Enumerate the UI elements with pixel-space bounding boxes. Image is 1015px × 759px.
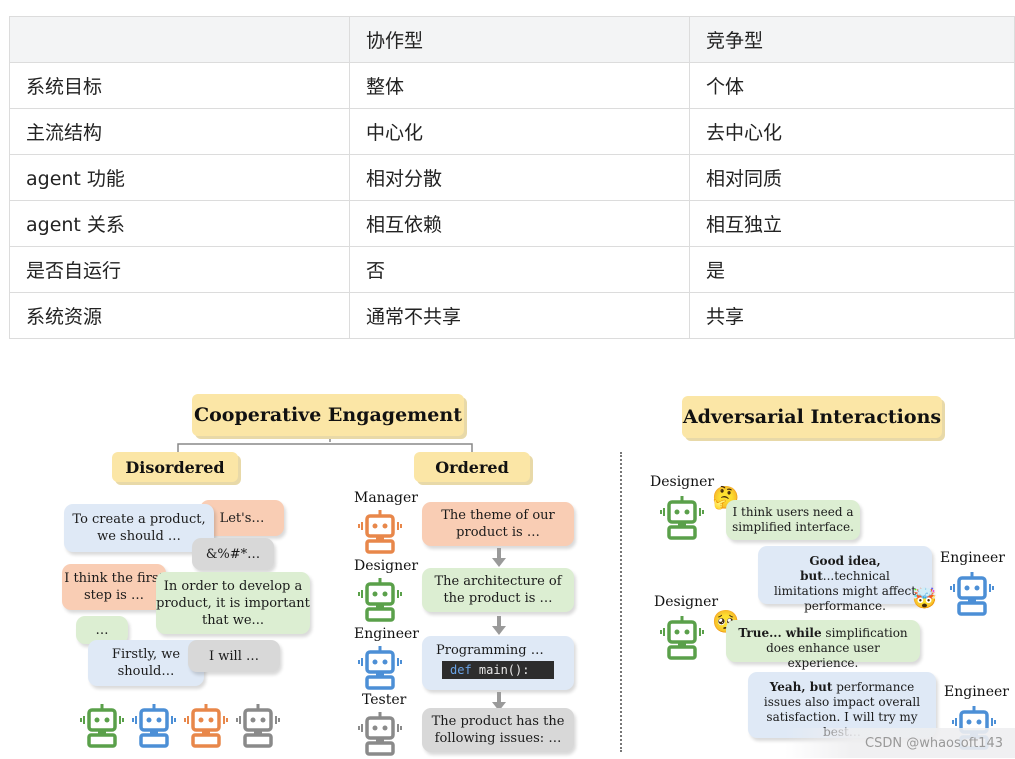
robot-icon-blue bbox=[950, 570, 994, 620]
exploding-head-emoji-icon: 🤯 bbox=[912, 586, 937, 610]
tree-connector bbox=[177, 436, 473, 452]
role-label-designer: Designer bbox=[354, 558, 419, 574]
section-divider bbox=[620, 452, 622, 752]
role-label-tester: Tester bbox=[362, 692, 407, 708]
robot-icon-blue bbox=[358, 644, 402, 694]
table-cell: 共享 bbox=[689, 292, 1015, 339]
code-keyword: def bbox=[450, 663, 472, 677]
table-header-cell: 竞争型 bbox=[689, 16, 1015, 63]
table-cell: 中心化 bbox=[349, 108, 690, 155]
adversarial-bubble: True... while simplification does enhanc… bbox=[726, 620, 920, 670]
ordered-bubble-designer: The architecture of the product is … bbox=[422, 568, 574, 612]
adversarial-bubble: I think users need a simplified interfac… bbox=[726, 500, 860, 540]
table-cell: 相对分散 bbox=[349, 154, 690, 201]
table-row: 主流结构中心化去中心化 bbox=[9, 108, 1015, 155]
table-cell: 相互独立 bbox=[689, 200, 1015, 247]
robot-icon-green bbox=[660, 494, 704, 544]
disordered-label: Disordered bbox=[112, 452, 238, 482]
adversarial-interactions-label: Adversarial Interactions bbox=[682, 396, 942, 438]
robot-icon-green bbox=[660, 614, 704, 664]
role-label-engineer: Engineer bbox=[940, 550, 1005, 566]
bubble-text: performance issues also impact overall s… bbox=[763, 680, 921, 738]
table-cell: 个体 bbox=[689, 62, 1015, 109]
table-row: agent 关系相互依赖相互独立 bbox=[9, 200, 1015, 247]
bubble-text: ...technical limitations might affect pe… bbox=[773, 569, 917, 613]
disordered-bubble: Firstly, we should… bbox=[88, 640, 204, 686]
table-cell: 去中心化 bbox=[689, 108, 1015, 155]
table-cell: 是否自运行 bbox=[9, 246, 350, 293]
bold-phrase: True... while bbox=[738, 626, 822, 640]
programming-text: Programming … bbox=[436, 643, 544, 658]
robot-icon-orange bbox=[184, 702, 228, 752]
robot-icon-gray bbox=[236, 702, 280, 752]
table-header-row: 协作型竞争型 bbox=[9, 16, 1015, 63]
ordered-bubble-tester: The product has the following issues: … bbox=[422, 708, 574, 752]
code-snippet: def main(): bbox=[442, 661, 554, 679]
table-cell: 相对同质 bbox=[689, 154, 1015, 201]
table-row: agent 功能相对分散相对同质 bbox=[9, 154, 1015, 201]
cooperative-engagement-label: Cooperative Engagement bbox=[192, 394, 464, 436]
disordered-bubble: To create a product, we should … bbox=[64, 504, 214, 552]
disordered-bubble: Let's… bbox=[200, 500, 284, 536]
bold-phrase: Yeah, but bbox=[769, 680, 833, 694]
role-label-designer: Designer bbox=[654, 594, 719, 610]
table-header-cell: 协作型 bbox=[349, 16, 690, 63]
bubble-text: simplification does enhance user experie… bbox=[766, 626, 908, 670]
table-cell: 否 bbox=[349, 246, 690, 293]
role-label-engineer: Engineer bbox=[354, 626, 419, 642]
table-cell: 是 bbox=[689, 246, 1015, 293]
down-arrow-icon bbox=[492, 548, 506, 567]
disordered-bubble: … bbox=[76, 616, 128, 644]
table-cell: 通常不共享 bbox=[349, 292, 690, 339]
role-label-manager: Manager bbox=[354, 490, 418, 506]
adversarial-bubble: Good idea, but...technical limitations m… bbox=[758, 546, 932, 613]
agent-interaction-figure: Cooperative Engagement Disordered Ordere… bbox=[0, 380, 1015, 759]
adversarial-bubble: Yeah, but performance issues also impact… bbox=[748, 672, 936, 738]
table-cell: agent 关系 bbox=[9, 200, 350, 247]
robot-icon-orange bbox=[358, 508, 402, 558]
down-arrow-icon bbox=[492, 616, 506, 635]
table-cell: agent 功能 bbox=[9, 154, 350, 201]
robot-icon-green bbox=[358, 576, 402, 626]
table-cell: 主流结构 bbox=[9, 108, 350, 155]
table-header-cell bbox=[9, 16, 350, 63]
down-arrow-icon bbox=[492, 692, 506, 711]
role-label-designer: Designer bbox=[650, 474, 715, 490]
table-row: 系统目标整体个体 bbox=[9, 62, 1015, 109]
table-cell: 系统资源 bbox=[9, 292, 350, 339]
bold-phrase: Good idea, but bbox=[800, 554, 881, 583]
table-row: 是否自运行否是 bbox=[9, 246, 1015, 293]
robot-icon-gray bbox=[358, 710, 402, 759]
disordered-bubble: &%#*… bbox=[192, 538, 274, 570]
ordered-label: Ordered bbox=[414, 452, 530, 482]
code-text: main(): bbox=[471, 663, 530, 677]
ordered-bubble-manager: The theme of our product is … bbox=[422, 502, 574, 546]
table-cell: 整体 bbox=[349, 62, 690, 109]
table-cell: 系统目标 bbox=[9, 62, 350, 109]
robot-icon-green bbox=[80, 702, 124, 752]
table-row: 系统资源通常不共享共享 bbox=[9, 292, 1015, 339]
robot-icon-blue bbox=[132, 702, 176, 752]
role-label-engineer: Engineer bbox=[944, 684, 1009, 700]
disordered-bubble: In order to develop a product, it is imp… bbox=[156, 572, 310, 634]
csdn-watermark: CSDN @whaosoft143 bbox=[785, 728, 1015, 758]
table-cell: 相互依赖 bbox=[349, 200, 690, 247]
disordered-bubble: I will … bbox=[188, 640, 280, 672]
disordered-bubble: I think the first step is … bbox=[62, 564, 166, 610]
